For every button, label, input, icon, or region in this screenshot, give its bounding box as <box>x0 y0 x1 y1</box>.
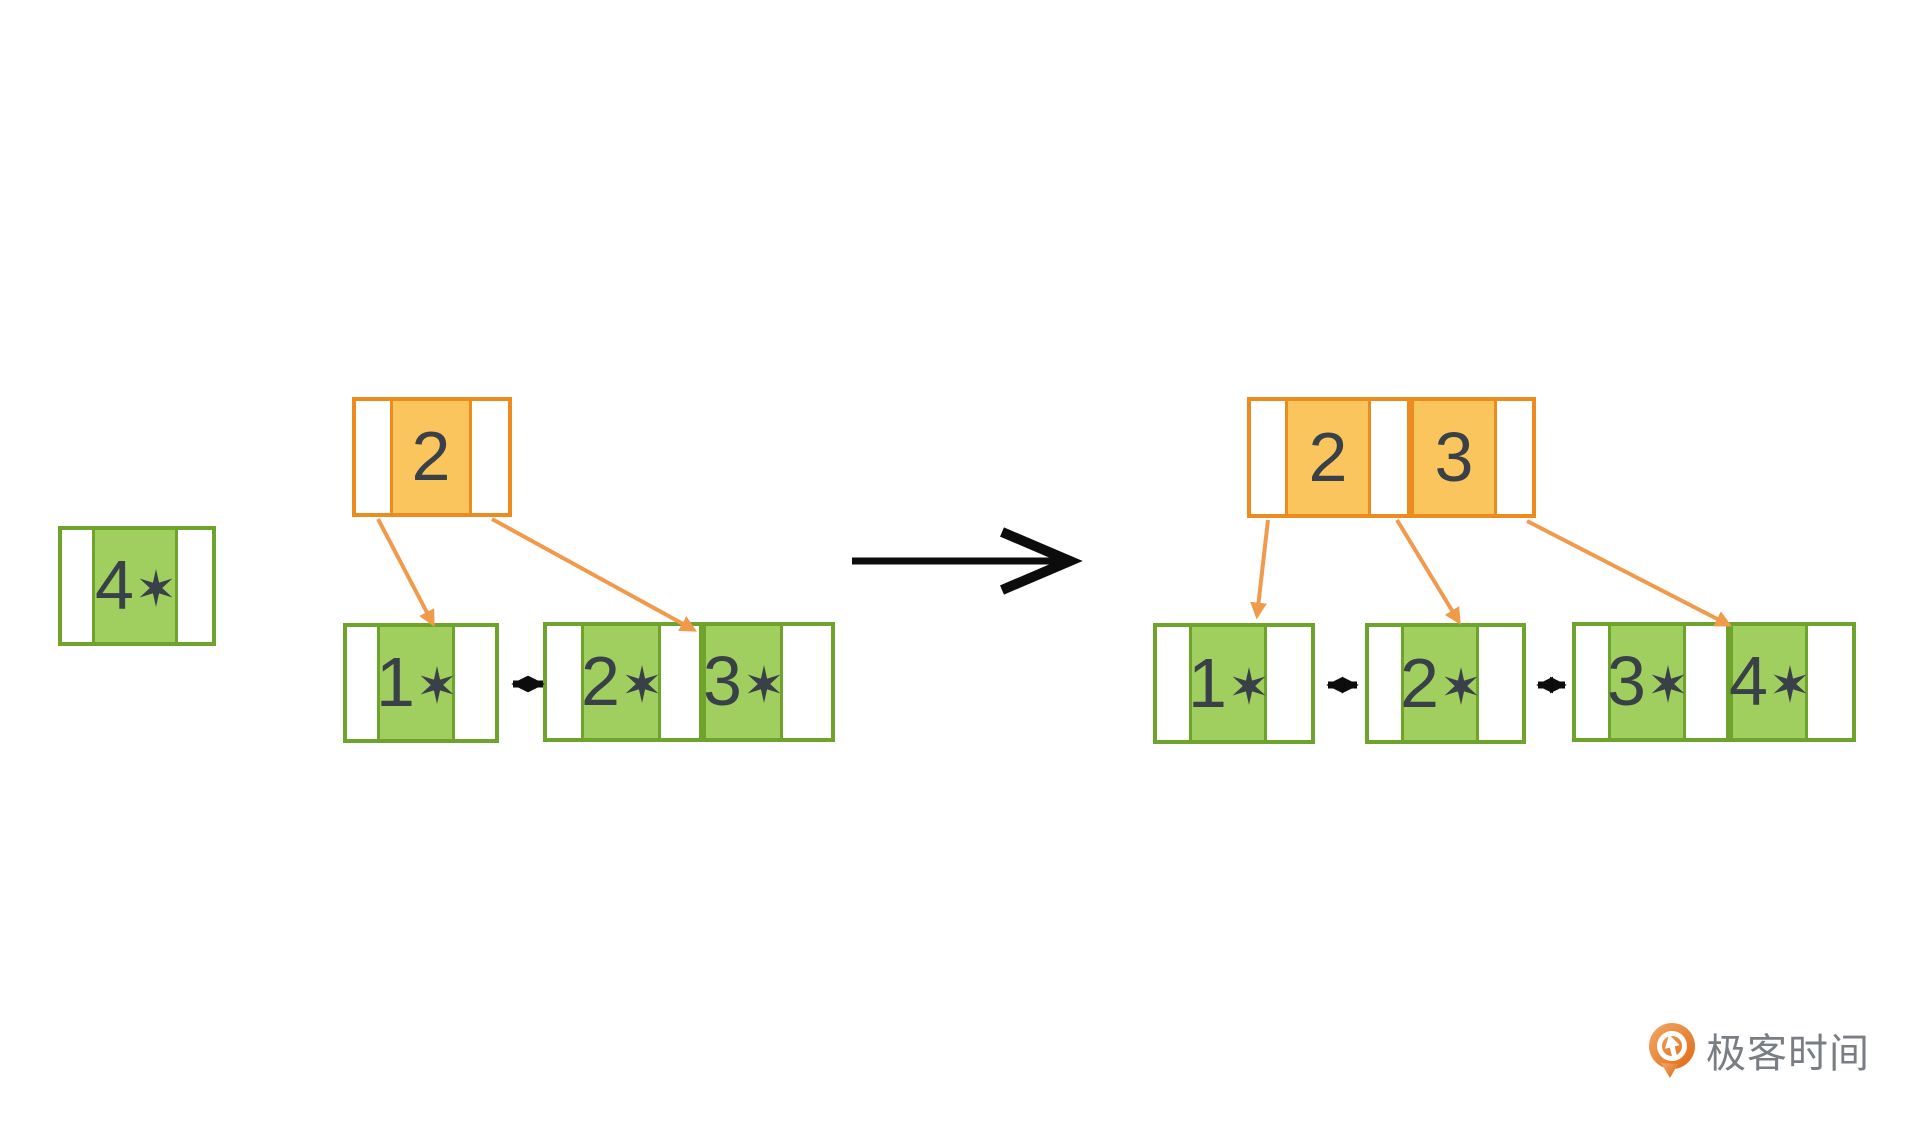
after-leaf-3-4-group-1: 4 <box>1726 622 1856 742</box>
standalone-leaf-4-key-4star: 4 <box>92 530 178 642</box>
edge-before-root-to-leaf2 <box>491 517 697 632</box>
after-leaf-1-group-0: 1 <box>1153 623 1315 744</box>
pointer-slot <box>472 401 508 513</box>
record-star-icon <box>1232 666 1266 705</box>
before-root-key-2: 2 <box>390 401 472 513</box>
edge-after-root-to-leaf3 <box>1526 519 1732 627</box>
pointer-edges <box>376 517 1732 632</box>
record-star-icon <box>1773 665 1807 703</box>
after-leaf-2-key-2star: 2 <box>1400 627 1479 740</box>
edge-after-root-to-leaf1 <box>1250 519 1270 620</box>
transform-arrow <box>852 527 1083 595</box>
pointer-slot <box>547 626 581 738</box>
pointer-slot <box>1251 401 1285 514</box>
standalone-leaf-4-group-0: 4 <box>58 526 216 646</box>
before-leaf-2-3-group-1: 3 <box>699 622 835 742</box>
edge-before-root-to-leaf1 <box>376 518 435 627</box>
after-root-key-3: 3 <box>1411 401 1497 514</box>
pointer-slot <box>455 627 495 739</box>
record-star-icon <box>420 666 454 704</box>
after-leaf-3-4-key-4star: 4 <box>1729 626 1808 738</box>
after-leaf-1: 1 <box>1153 623 1315 744</box>
pointer-slot <box>1576 626 1608 738</box>
record-star-icon <box>747 665 781 703</box>
standalone-leaf-4: 4 <box>58 526 216 646</box>
pointer-slot <box>1267 627 1311 740</box>
pointer-slot <box>356 401 390 513</box>
record-star-icon <box>139 569 173 607</box>
before-leaf-2-3-key-3star: 3 <box>703 626 783 738</box>
pointer-slot <box>178 530 212 642</box>
record-star-icon <box>1444 666 1478 705</box>
after-leaf-2: 2 <box>1365 623 1526 744</box>
after-root-key-2: 2 <box>1285 401 1371 514</box>
after-root-group-1: 3 <box>1407 397 1536 518</box>
before-root: 2 <box>352 397 512 517</box>
before-leaf-2-3-key-2star: 2 <box>581 626 661 738</box>
after-root-group-0: 2 <box>1247 397 1411 518</box>
pointer-slot <box>661 626 699 738</box>
pointer-slot <box>62 530 92 642</box>
after-leaf-1-key-1star: 1 <box>1188 627 1267 740</box>
pointer-slot <box>1157 627 1189 740</box>
pointer-slot <box>1686 626 1726 738</box>
pointer-slot <box>1808 626 1852 738</box>
record-star-icon <box>1651 665 1685 703</box>
geektime-logo-icon <box>1649 1022 1695 1078</box>
edge-after-root-to-leaf2 <box>1395 518 1461 625</box>
pointer-slot <box>1497 401 1532 514</box>
record-star-icon <box>625 665 659 703</box>
before-leaf-1: 1 <box>343 623 499 743</box>
pointer-slot <box>783 626 831 738</box>
before-leaf-1-key-1star: 1 <box>376 627 455 739</box>
before-leaf-2-3-group-0: 2 <box>543 622 703 742</box>
pointer-slot <box>347 627 377 739</box>
transform-arrow-head <box>1000 527 1083 595</box>
before-root-group-0: 2 <box>352 397 512 517</box>
geektime-logo-text: 极客时间 <box>1706 1032 1870 1076</box>
after-leaf-3-4-group-0: 3 <box>1572 622 1730 742</box>
pointer-slot <box>1371 401 1407 514</box>
before-leaf-1-group-0: 1 <box>343 623 499 743</box>
pointer-slot <box>1369 627 1401 740</box>
geektime-logo: 极客时间 <box>1648 1021 1870 1079</box>
after-leaf-3-4-key-3star: 3 <box>1607 626 1686 738</box>
pointer-slot <box>1479 627 1522 740</box>
after-leaf-2-group-0: 2 <box>1365 623 1526 744</box>
